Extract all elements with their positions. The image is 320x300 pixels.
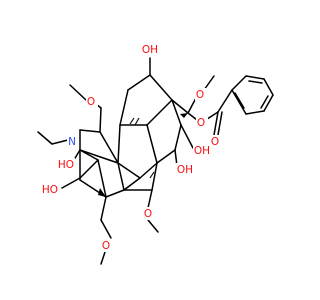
benzene-ring (231, 75, 274, 115)
atom-label-oh-top: OH (142, 44, 158, 56)
atom-label-o-ester: O (197, 117, 205, 129)
molecule-canvas: OH O O N O O OH OH HO HO O O (37, 43, 274, 265)
atom-label-o-methoxy-lower: O (144, 208, 152, 220)
atom-labels: OH O O N O O OH OH HO HO O O (40, 43, 222, 252)
atom-label-ho-left-2: HO (42, 184, 58, 196)
atom-label-n-ethyl: N (68, 136, 76, 148)
hydroxyl-right (174, 124, 194, 167)
methoxy-lower (147, 189, 159, 233)
ester-group (187, 89, 233, 136)
methoxy-top-right (187, 75, 215, 114)
ethyl-group (37, 131, 69, 145)
atom-label-oh-right-1: OH (194, 145, 210, 157)
atom-label-o-carbonyl: O (211, 136, 219, 148)
methoxymethyl-group (100, 196, 112, 265)
atom-label-oh-right-2: OH (177, 164, 193, 176)
stereo-wedges (98, 113, 188, 197)
atom-label-o-methoxy-upper-left: O (87, 96, 95, 108)
atom-label-ho-left-1: HO (58, 159, 74, 171)
atom-label-o-methoxy-top-right: O (196, 89, 204, 101)
atom-label-o-methoxymethyl: O (102, 240, 110, 252)
molecule-structure: OH O O N O O OH OH HO HO O O (37, 43, 274, 265)
core-skeleton (79, 74, 189, 198)
